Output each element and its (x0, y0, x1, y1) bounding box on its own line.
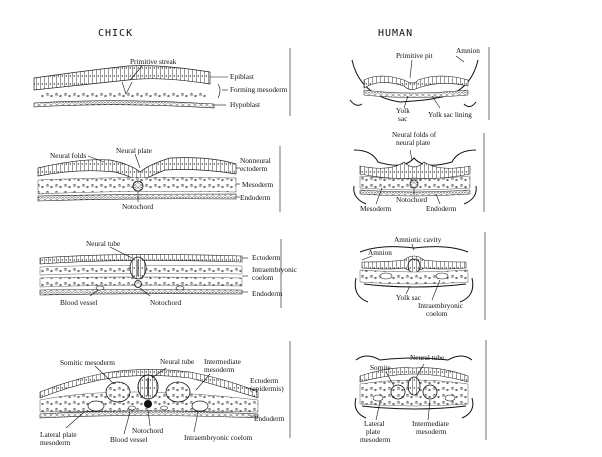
label-lateral-plate-2: mesoderm (40, 438, 71, 447)
label-mesoderm: Mesoderm (242, 180, 274, 189)
human-panel-1: Primitive pit Amnion Yolk sac Yolk sac l… (350, 46, 480, 123)
label-endoderm: Endoderm (426, 204, 457, 213)
label-neural-tube: Neural tube (410, 353, 444, 362)
label-notochord: Notochord (122, 202, 154, 211)
label-amnion: Amnion (456, 46, 480, 55)
label-intermediate-2: mesoderm (204, 365, 235, 374)
label-somitic-mesoderm: Somitic mesoderm (60, 358, 115, 367)
label-epiblast: Epiblast (230, 72, 254, 81)
human-panel-3: Amniotic cavity Amnion Yolk sac Intraemb… (355, 235, 473, 318)
chick-panel-1: Primitive streak Epiblast Forming mesode… (34, 57, 288, 109)
label-mesoderm: Mesoderm (360, 204, 392, 213)
label-coelom-2: coelom (426, 309, 448, 318)
label-endoderm: Endoderm (254, 414, 285, 423)
label-primitive-streak: Primitive streak (130, 57, 177, 66)
label-somite: Somite (370, 363, 391, 372)
chick-header: CHICK (98, 28, 133, 39)
label-yolk-2: sac (398, 114, 408, 123)
label-ectoderm: Ectoderm (252, 253, 281, 262)
label-neural-folds: Neural folds (50, 151, 86, 160)
chick-panel-3: Neural tube Ectoderm Intraembryonic coel… (40, 239, 298, 307)
label-intermediate-2: mesoderm (416, 427, 447, 436)
label-amnion: Amnion (368, 248, 392, 257)
label-primitive-pit: Primitive pit (396, 51, 433, 60)
label-neural-plate: Neural plate (116, 146, 152, 155)
human-panel-4: Neural tube Somite Lateral plate mesoder… (355, 353, 473, 444)
human-panel-2: Neural folds of neural plate Notochord M… (354, 130, 477, 213)
label-blood-vessel: Blood vessel (60, 298, 98, 307)
label-endoderm: Endoderm (240, 193, 271, 202)
label-neural-folds-2: neural plate (396, 138, 430, 147)
label-notochord: Notochord (396, 195, 428, 204)
chick-panel-4: Somitic mesoderm Neural tube Intermediat… (40, 357, 285, 447)
label-neural-tube: Neural tube (160, 357, 194, 366)
label-ectoderm-2: (epidermis) (250, 384, 284, 393)
label-neural-tube: Neural tube (86, 239, 120, 248)
human-header: HUMAN (378, 28, 413, 39)
label-lateral-3: mesoderm (360, 435, 391, 444)
label-hypoblast: Hypoblast (230, 100, 260, 109)
label-notochord: Notochord (132, 426, 164, 435)
chick-panel-2: Neural folds Neural plate Nonneural ecto… (38, 146, 274, 211)
label-intraembryonic-2: coelom (252, 273, 274, 282)
label-coelom: Intraembryonic coelom (184, 433, 253, 442)
label-forming-mesoderm: Forming mesoderm (230, 85, 288, 94)
label-blood-vessel: Blood vessel (110, 435, 148, 444)
label-notochord: Notochord (150, 298, 182, 307)
label-yolk-lining: Yolk sac lining (428, 110, 472, 119)
label-endoderm: Endoderm (252, 289, 283, 298)
label-nonneural-2: ectoderm (240, 164, 267, 173)
label-amniotic-cavity: Amniotic cavity (394, 235, 442, 244)
